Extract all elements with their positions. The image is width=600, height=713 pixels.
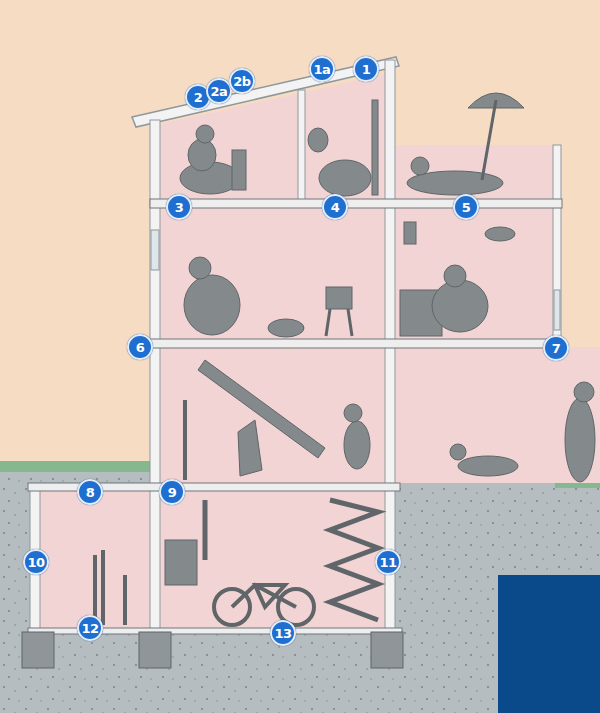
water-tank (498, 575, 600, 713)
callout-label: 12 (81, 622, 98, 635)
stand-leg (348, 309, 352, 336)
floor-slab (150, 199, 562, 208)
callout-label: 5 (462, 201, 471, 214)
callout-number: 9 (159, 479, 185, 505)
callout-label: 10 (27, 556, 44, 569)
person-head (411, 157, 429, 175)
bicycle-frame (232, 585, 296, 607)
roof-slab (132, 57, 399, 127)
stand-leg (326, 309, 330, 336)
person-silhouette (565, 398, 595, 482)
toy-car (485, 227, 515, 241)
callout-label: 8 (86, 486, 95, 499)
person-head (444, 265, 466, 287)
skis-silhouette (93, 555, 97, 625)
tv-silhouette (326, 287, 352, 309)
window (151, 230, 159, 270)
callout-label: 1 (362, 63, 371, 76)
coat-stand (183, 400, 187, 480)
child-silhouette (344, 421, 370, 469)
callout-number: 13 (270, 620, 296, 646)
chair-silhouette (232, 150, 246, 190)
callout-label: 4 (331, 201, 340, 214)
callout-label: 6 (136, 341, 145, 354)
skis-silhouette (101, 550, 105, 625)
person-head (344, 404, 362, 422)
callout-number: 7 (543, 335, 569, 361)
cat-silhouette (308, 128, 328, 152)
basement-room (40, 491, 150, 628)
dog-head (450, 444, 466, 460)
partition-wall (298, 90, 305, 200)
plant-silhouette (372, 100, 378, 195)
lamp-silhouette (404, 222, 416, 244)
armchair-person (184, 275, 240, 335)
upper-room (395, 208, 555, 339)
attic-room (306, 74, 385, 200)
staircase-railing (198, 360, 325, 458)
vacuum-silhouette (238, 420, 262, 476)
callout-number: 12 (77, 615, 103, 641)
person-head (196, 125, 214, 143)
outer-wall (150, 120, 160, 632)
person-head (189, 257, 211, 279)
person-head (574, 382, 594, 402)
pipe (203, 500, 208, 560)
parasol-pole (482, 100, 496, 180)
ground-soil (0, 470, 600, 713)
callout-label: 2b (233, 75, 250, 88)
callout-label: 7 (552, 342, 561, 355)
baby-silhouette (268, 319, 304, 337)
spiral-stair (330, 500, 378, 620)
person-silhouette (432, 280, 488, 332)
callout-label: 13 (274, 627, 291, 640)
outer-wall (553, 145, 561, 343)
ground-room (395, 347, 600, 483)
callout-label: 11 (379, 556, 396, 569)
basement-room (160, 491, 385, 628)
grass-strip (0, 461, 152, 472)
callout-label: 2a (211, 85, 228, 98)
callout-number: 10 (23, 549, 49, 575)
floor-slab (150, 339, 562, 348)
dog-silhouette (458, 456, 518, 476)
bathtub-silhouette (319, 160, 371, 196)
callout-number: 1 (353, 56, 379, 82)
callout-number: 2b (229, 68, 255, 94)
callout-label: 2 (194, 91, 203, 104)
callout-number: 11 (375, 549, 401, 575)
callout-label: 9 (168, 486, 177, 499)
callout-number: 1a (309, 56, 335, 82)
upper-room (160, 208, 385, 339)
callout-number: 4 (322, 194, 348, 220)
footing (22, 632, 54, 668)
ground-room (160, 347, 385, 483)
callout-label: 3 (175, 201, 184, 214)
window (554, 290, 560, 330)
callout-number: 5 (453, 194, 479, 220)
footing (371, 632, 403, 668)
pole-silhouette (123, 575, 127, 625)
callout-label: 1a (314, 63, 331, 76)
person-silhouette (188, 139, 216, 171)
roof-terrace (395, 145, 555, 200)
callout-number: 6 (127, 334, 153, 360)
boiler-silhouette (165, 540, 197, 585)
callout-number: 8 (77, 479, 103, 505)
footing (139, 632, 171, 668)
callout-number: 3 (166, 194, 192, 220)
